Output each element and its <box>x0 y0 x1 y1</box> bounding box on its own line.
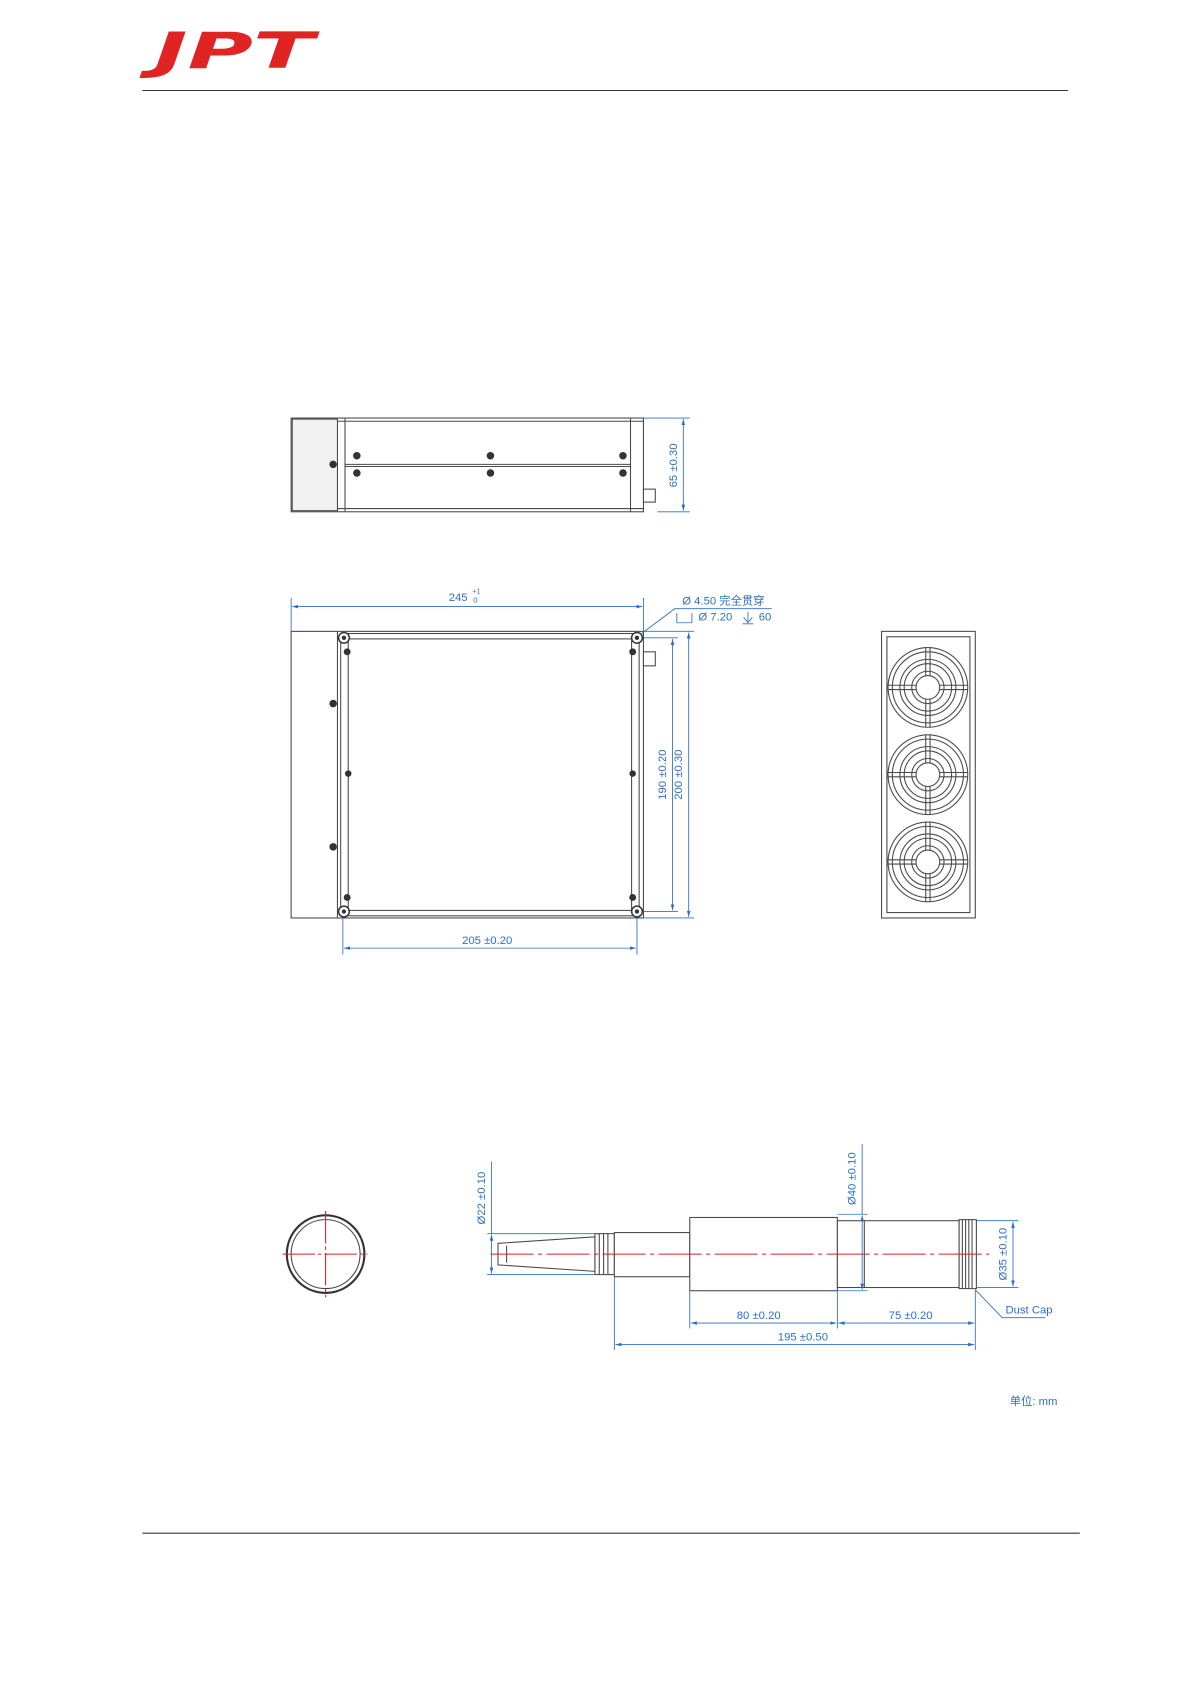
dimension-label: 80 ±0.20 <box>737 1310 781 1322</box>
dimension-label: Ø35 ±0.10 <box>998 1228 1010 1281</box>
jpt-logo: JPT <box>138 22 321 80</box>
screw <box>342 636 346 640</box>
depth-symbol <box>743 612 754 624</box>
screw <box>487 452 495 460</box>
hole-callout-line1: Ø 4.50 完全贯穿 <box>682 593 764 607</box>
screw <box>353 452 361 460</box>
dimension-label: 200 ±0.30 <box>673 750 685 800</box>
screw <box>342 909 346 913</box>
screw <box>344 648 351 655</box>
side-view-connector <box>643 489 655 502</box>
dimension-label: Ø40 ±0.10 <box>847 1152 859 1205</box>
hole-callout-line2: Ø 7.20 <box>698 612 732 624</box>
screw <box>329 843 337 851</box>
screw <box>629 894 636 901</box>
unit-note: 单位: mm <box>1010 1394 1058 1408</box>
dimension-label: 65 ±0.30 <box>668 443 680 487</box>
screw <box>353 469 361 477</box>
screw <box>329 461 337 469</box>
dimension-label: 205 ±0.20 <box>462 935 512 947</box>
dimension-label: 195 ±0.50 <box>778 1331 828 1343</box>
screw <box>619 452 627 460</box>
screw <box>635 636 639 640</box>
front-view-inner-panel <box>348 639 631 911</box>
dust-cap-callout: Dust Cap <box>975 1290 1052 1318</box>
cap-diameter-dimension: Ø35 ±0.10 <box>976 1221 1018 1288</box>
width-dimension-205: 205 ±0.20 <box>343 918 637 955</box>
hole-callout: Ø 4.50 完全贯穿 Ø 7.20 60 <box>640 593 771 634</box>
front-view: 245 +1 0 Ø 4.50 完全贯穿 Ø 7.20 60 190 ±0.20… <box>291 587 772 955</box>
body-length-dimension: 80 ±0.20 <box>690 1291 838 1329</box>
dimension-label: Ø22 ±0.10 <box>476 1172 488 1225</box>
dimension-label: 245 <box>449 592 468 604</box>
screw <box>344 894 351 901</box>
side-view: 65 ±0.30 <box>291 418 690 512</box>
output-head-side-view: Ø22 ±0.10 Ø40 ±0.10 Ø35 ±0.10 80 ±0.20 7… <box>476 1144 1052 1350</box>
dust-cap-label: Dust Cap <box>1005 1304 1052 1316</box>
dimension-label: 75 ±0.20 <box>889 1310 933 1322</box>
screw <box>329 700 337 708</box>
screw <box>635 909 639 913</box>
output-head-end-view <box>283 1211 368 1297</box>
page-header: JPT <box>138 22 1068 91</box>
screw <box>345 770 351 776</box>
tube-length-dimension: 75 ±0.20 <box>838 1290 975 1350</box>
counterbore-symbol <box>677 613 692 623</box>
tolerance-lower: 0 <box>473 595 477 604</box>
screw <box>619 469 627 477</box>
screw <box>487 469 495 477</box>
dimension-label: 190 ±0.20 <box>657 750 669 800</box>
fan-view <box>882 631 976 918</box>
screw <box>629 648 636 655</box>
screw <box>629 770 635 776</box>
hole-depth: 60 <box>759 612 772 624</box>
front-view-connector <box>643 652 655 666</box>
width-dimension-245: 245 +1 0 <box>291 587 643 632</box>
